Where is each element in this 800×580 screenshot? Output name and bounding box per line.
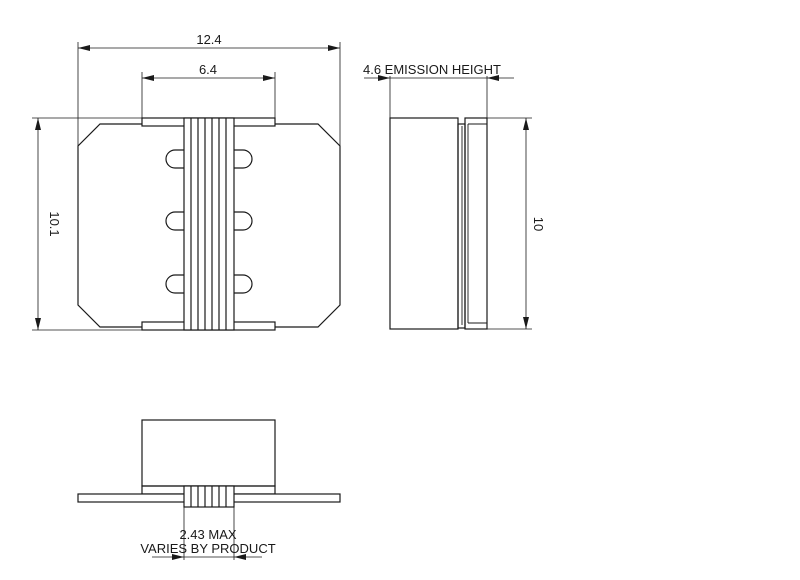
inner-width-label: 6.4 xyxy=(199,62,217,77)
lead-strip xyxy=(183,117,235,331)
emission-height-label: 4.6 EMISSION HEIGHT xyxy=(363,62,501,77)
bottom-note-label: VARIES BY PRODUCT xyxy=(140,541,275,556)
left-pads xyxy=(165,149,184,294)
top-view-body xyxy=(77,123,341,328)
dim-inner-width: 6.4 xyxy=(141,62,276,118)
dim-emission-height: 4.6 EMISSION HEIGHT xyxy=(363,62,514,118)
side-view-body xyxy=(389,117,459,330)
front-view-body xyxy=(141,419,276,487)
front-view-leads xyxy=(183,485,235,508)
overall-width-label: 12.4 xyxy=(196,32,221,47)
right-pads xyxy=(234,149,253,294)
side-view: 4.6 EMISSION HEIGHT 10 xyxy=(363,62,546,330)
top-view: 12.4 6.4 10.1 xyxy=(32,32,341,331)
bottom-max-label: 2.43 MAX xyxy=(179,527,236,542)
side-height-label: 10 xyxy=(531,217,546,231)
dim-overall-height: 10.1 xyxy=(32,117,142,331)
dim-overall-width: 12.4 xyxy=(77,32,341,146)
front-view: 2.43 MAX VARIES BY PRODUCT xyxy=(77,419,341,560)
side-view-lens xyxy=(464,117,488,330)
side-view-lens-base xyxy=(457,123,466,329)
dim-side-height: 10 xyxy=(487,117,546,330)
dim-bottom-max: 2.43 MAX VARIES BY PRODUCT xyxy=(140,507,276,560)
overall-height-label: 10.1 xyxy=(47,211,62,236)
